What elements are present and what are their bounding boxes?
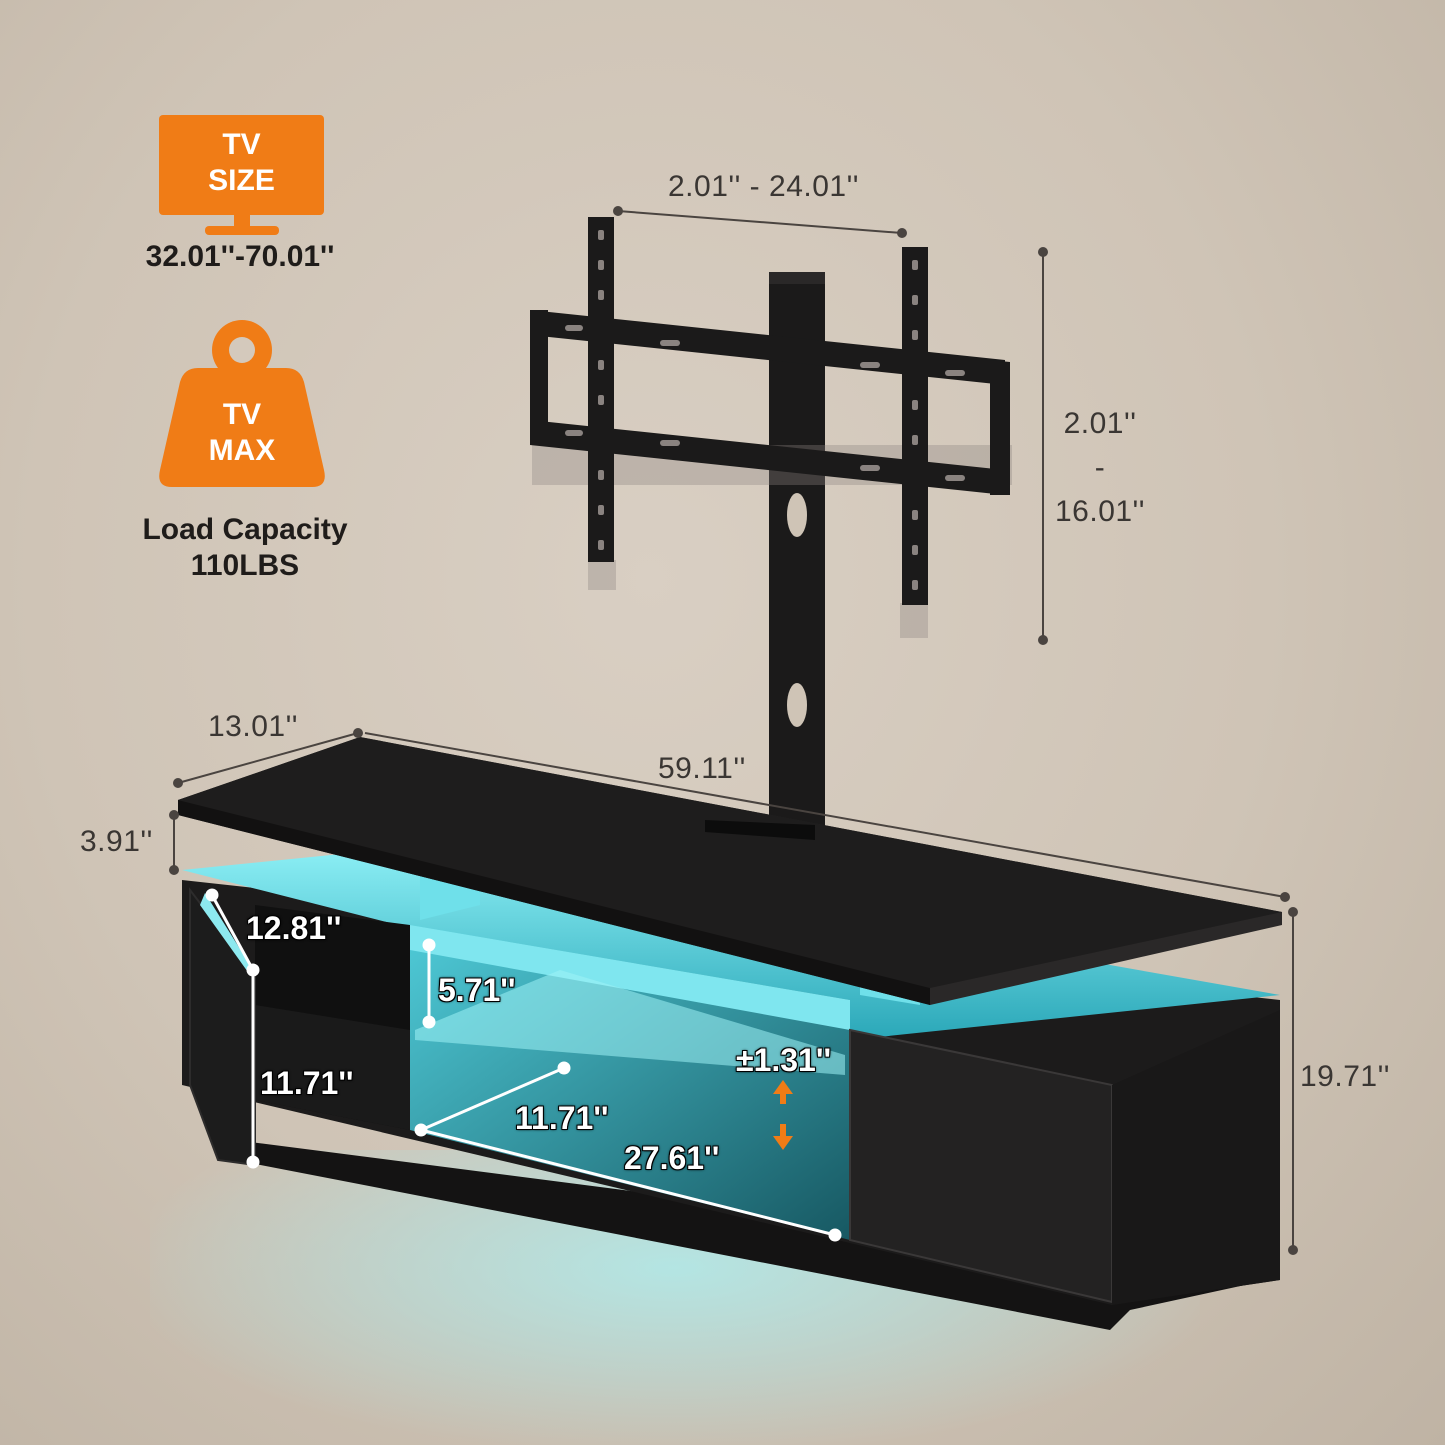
weight-icon bbox=[159, 320, 325, 487]
vesa-bracket bbox=[530, 217, 1012, 638]
tv-size-badge-text: TV SIZE bbox=[159, 127, 324, 199]
bracket-height-label: 2.01'' - 16.01'' bbox=[1040, 402, 1160, 534]
tv-stand-cabinet bbox=[178, 737, 1282, 1330]
tv-size-line1: TV bbox=[222, 128, 261, 161]
tv-size-badge bbox=[159, 115, 324, 235]
load-capacity-value: 110LBS bbox=[190, 549, 300, 582]
tv-max-line1: TV bbox=[222, 398, 262, 431]
height-label: 19.71'' bbox=[1300, 1060, 1391, 1093]
monitor-icon bbox=[159, 115, 324, 215]
shelf-depth-label: 11.71'' bbox=[515, 1100, 609, 1136]
bracket-height-sep: - bbox=[1094, 451, 1106, 484]
tv-max-line2: MAX bbox=[208, 434, 276, 467]
tv-size-caption: 32.01''-70.01'' bbox=[145, 240, 335, 273]
top-thickness-label: 3.91'' bbox=[80, 825, 153, 858]
load-capacity-label: Load Capacity bbox=[142, 513, 348, 546]
depth-label: 13.01'' bbox=[208, 710, 299, 743]
bracket-height-bottom: 16.01'' bbox=[1054, 495, 1146, 528]
tv-max-badge-text: TV MAX bbox=[162, 397, 322, 469]
shelf-width-label: 27.61'' bbox=[624, 1140, 720, 1176]
width-label: 59.11'' bbox=[658, 752, 746, 785]
shelf-adjust-arrows bbox=[773, 1080, 793, 1150]
interior-dimension-lines bbox=[205, 888, 842, 1242]
load-capacity-caption: Load Capacity 110LBS bbox=[95, 512, 395, 584]
bracket-height-top: 2.01'' bbox=[1063, 407, 1137, 440]
shelf-gap-label: 5.71'' bbox=[438, 972, 516, 1008]
shelf-adjust-label: ±1.31'' bbox=[736, 1042, 832, 1078]
door-height-label: 11.71'' bbox=[260, 1065, 354, 1101]
dimension-lines bbox=[169, 206, 1298, 1255]
door-width-label: 12.81'' bbox=[246, 910, 342, 946]
mount-column bbox=[769, 272, 825, 842]
tv-size-line2: SIZE bbox=[208, 164, 275, 197]
bracket-width-label: 2.01'' - 24.01'' bbox=[668, 170, 860, 203]
